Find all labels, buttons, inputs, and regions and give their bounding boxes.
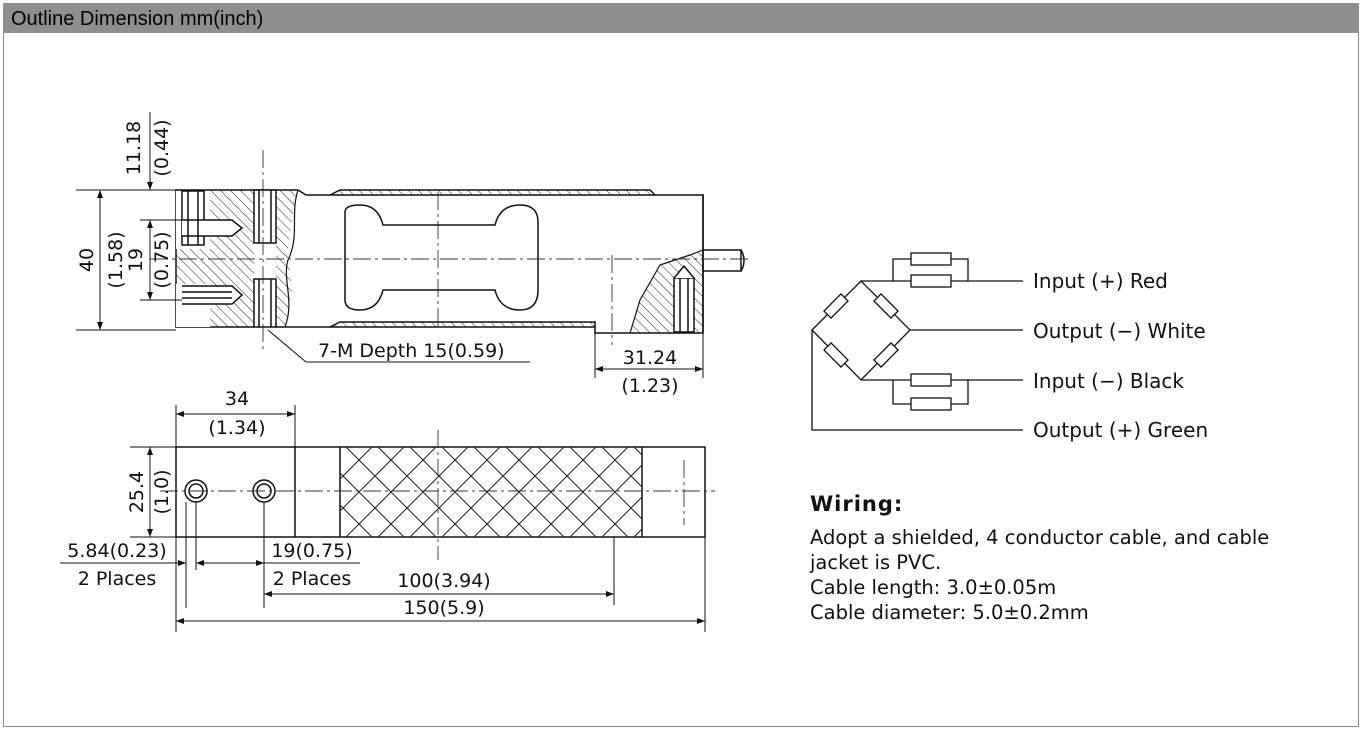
dim-1-0: (1.0) (151, 469, 173, 514)
dim-25-4: 25.4 (126, 471, 148, 513)
title-bar: Outline Dimension mm(inch) (3, 3, 1359, 33)
wiring-line: Cable diameter: 5.0±0.2mm (810, 601, 1089, 624)
top-centerlines (160, 430, 715, 560)
wiring-title: Wiring: (810, 492, 904, 516)
bridge-circuit (811, 252, 1023, 431)
side-centerlines (150, 150, 750, 352)
side-view (175, 189, 745, 334)
wiring-line: jacket is PVC. (810, 551, 942, 574)
top-dimensions (60, 405, 706, 632)
wiring-text: Adopt a shielded, 4 conductor cable, and… (810, 525, 1350, 625)
top-view (175, 446, 706, 538)
dim-19: 19 (125, 248, 147, 272)
label-input-minus: Input (−) Black (1033, 369, 1184, 393)
dim-5-84-note: 2 Places (78, 568, 157, 590)
dim-31-24: 31.24 (623, 347, 677, 369)
dim-5-84: 5.84(0.23) (67, 540, 166, 562)
dim-150: 150(5.9) (403, 597, 484, 619)
dim-0-75: (0.75) (151, 231, 173, 288)
wiring-line: Adopt a shielded, 4 conductor cable, and… (810, 526, 1270, 549)
dim-11-18: 11.18 (123, 121, 145, 175)
dim-34: 34 (225, 388, 249, 410)
dim-1-34: (1.34) (208, 417, 265, 439)
side-dimensions (76, 112, 704, 378)
thread-note: 7-M Depth 15(0.59) (318, 340, 505, 362)
dim-1-58: (1.58) (105, 231, 127, 288)
dim-40: 40 (76, 248, 98, 272)
page-title: Outline Dimension mm(inch) (11, 8, 264, 30)
dim-19-spacing: 19(0.75) (271, 540, 352, 562)
crosshatch-area (340, 447, 642, 537)
label-output-minus: Output (−) White (1033, 319, 1206, 343)
wiring-line: Cable length: 3.0±0.05m (810, 576, 1057, 599)
dim-0-44: (0.44) (151, 119, 173, 176)
dim-19-spacing-note: 2 Places (273, 568, 352, 590)
dim-100: 100(3.94) (397, 570, 490, 592)
label-input-plus: Input (+) Red (1033, 269, 1168, 293)
label-output-plus: Output (+) Green (1033, 418, 1208, 442)
dim-1-23: (1.23) (621, 375, 678, 397)
